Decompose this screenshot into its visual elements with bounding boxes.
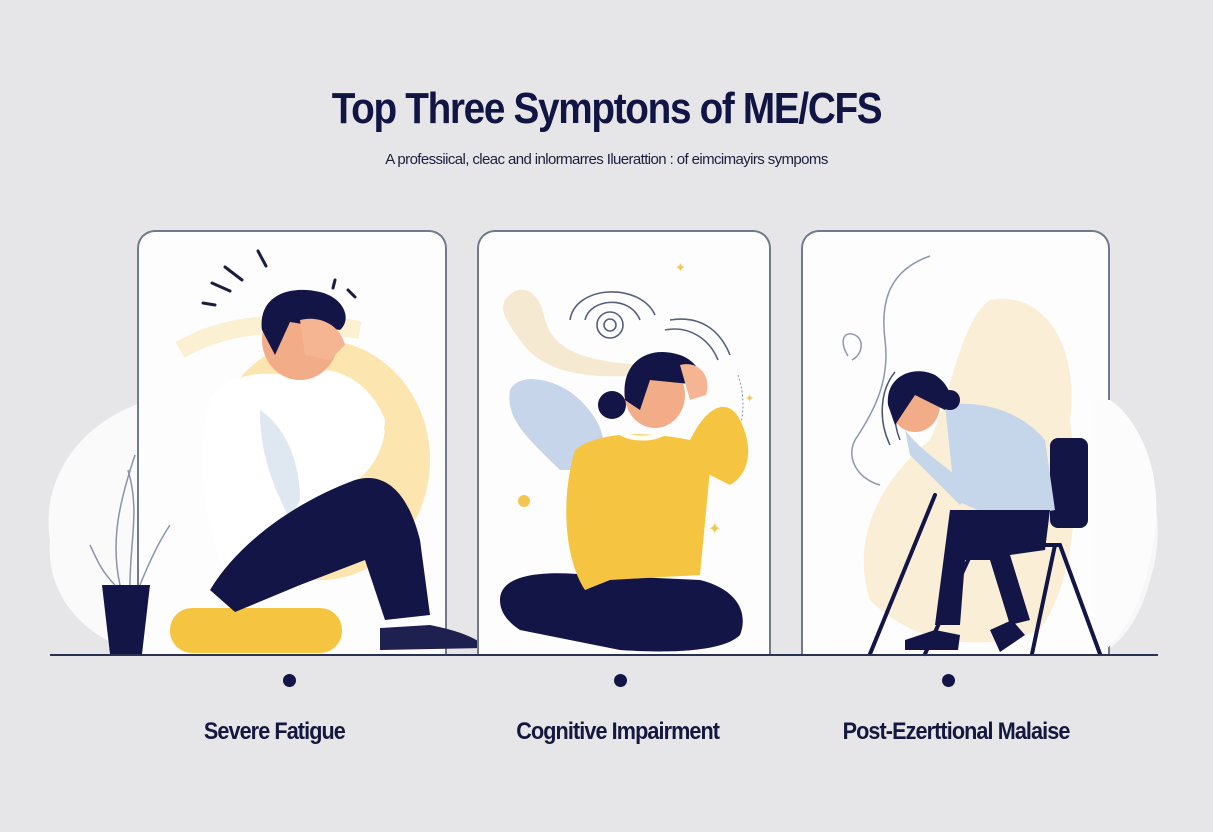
svg-text:✦: ✦ [745, 393, 754, 405]
svg-text:✦: ✦ [708, 521, 721, 538]
bullet-marker-3 [942, 674, 955, 687]
floor-line [50, 654, 1158, 656]
bullet-marker-1 [283, 674, 296, 687]
symptom-label-severe-fatigue: Severe Fatigue [203, 718, 346, 745]
page-title: Top Three Symptons of ME/CFS [331, 84, 883, 133]
page-subtitle: A professiical, cleac and inlormarres Il… [385, 151, 828, 168]
svg-text:✦: ✦ [675, 260, 686, 275]
bullet-marker-2 [614, 674, 627, 687]
symptom-label-cognitive-impairment: Cognitive Impairment [516, 718, 720, 745]
symptom-label-post-exertional-malaise: Post-Ezerttional Malaise [842, 718, 1071, 745]
